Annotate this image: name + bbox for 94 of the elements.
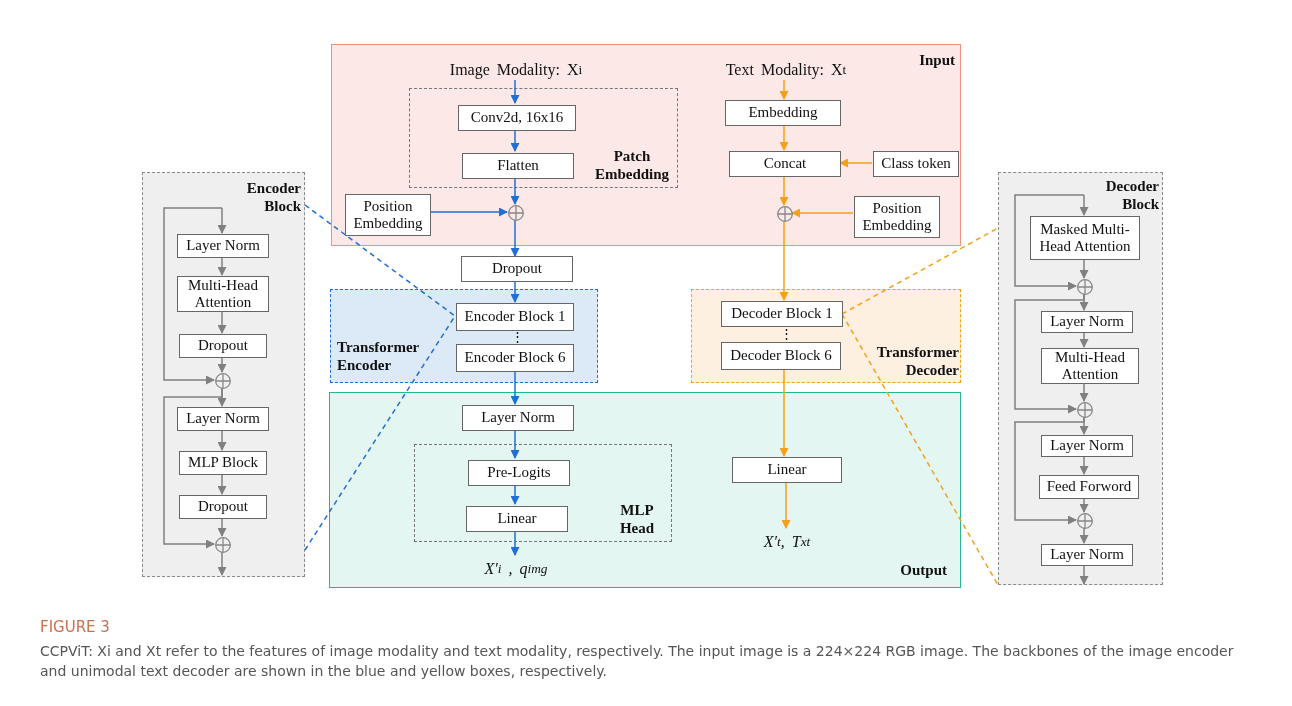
group-title: Transformer Encoder xyxy=(337,338,420,374)
ellipsis-mark: ⋮ xyxy=(780,327,793,340)
arrow xyxy=(429,207,508,217)
arrow xyxy=(1079,194,1089,216)
group-title: Encoder Block xyxy=(245,179,301,215)
arrow xyxy=(1079,331,1089,348)
arrow xyxy=(217,517,227,537)
ellipsis-mark: ⋮ xyxy=(511,330,524,343)
arrow xyxy=(1079,455,1089,475)
arrow xyxy=(217,310,227,334)
transformer-decoder-panel xyxy=(691,289,961,383)
arrow xyxy=(1014,416,1085,525)
arrow xyxy=(1014,194,1085,291)
arrow xyxy=(510,281,520,303)
layer-box: Decoder Block 6 xyxy=(721,342,841,370)
layer-box: Layer Norm xyxy=(1041,544,1133,566)
leader-line xyxy=(304,315,456,551)
arrow xyxy=(779,220,789,301)
layer-box: Feed Forword xyxy=(1039,475,1139,499)
arrow xyxy=(217,473,227,495)
leader-line xyxy=(841,227,999,315)
arrow xyxy=(1079,258,1089,279)
layer-box: Conv2d, 16x16 xyxy=(458,105,576,131)
layer-box: Dropout xyxy=(179,334,267,358)
arrow xyxy=(217,256,227,276)
layer-box: Layer Norm xyxy=(177,234,269,258)
figure-caption: CCPViT: Xi and Xt refer to the features of image modality and text modality, respectively. The input image is a 224×224 RGB image. The backbones of the image encoder and unimodal text decoder are shown in the blue and yellow boxes, respectively. xyxy=(40,642,1235,682)
layer-box: Layer Norm xyxy=(462,405,574,431)
arrow xyxy=(163,387,223,549)
arrow xyxy=(510,219,520,257)
encoder-block-panel xyxy=(142,172,305,577)
arrow xyxy=(779,175,789,206)
layer-box: Embedding xyxy=(725,100,841,126)
sum-junction-icon xyxy=(1077,402,1093,418)
layer-box: Pre-Logits xyxy=(468,460,570,486)
arrow xyxy=(510,429,520,459)
group-title: Patch Embedding xyxy=(593,147,671,183)
arrow xyxy=(510,370,520,405)
leader-line xyxy=(841,313,999,586)
arrow xyxy=(779,368,789,457)
layer-box: Dropout xyxy=(179,495,267,519)
layer-box: Dropout xyxy=(461,256,573,282)
sum-junction-icon xyxy=(215,537,231,553)
layer-box: Flatten xyxy=(462,153,574,179)
layer-box: Encoder Block 1 xyxy=(456,303,574,331)
layer-box: Position Embedding xyxy=(854,196,940,238)
arrow xyxy=(217,207,227,234)
group-title: Decoder Block xyxy=(1104,177,1159,213)
layer-box: Concat xyxy=(729,151,841,177)
arrow xyxy=(217,551,227,576)
arrow xyxy=(217,429,227,451)
arrow xyxy=(163,207,223,385)
layer-box: Multi-Head Attention xyxy=(177,276,269,312)
patch-embedding-frame xyxy=(409,88,678,188)
figure-title: FIGURE 3 xyxy=(40,618,110,636)
sum-junction-icon xyxy=(1077,279,1093,295)
layer-box: Multi-Head Attention xyxy=(1041,348,1139,384)
output-panel xyxy=(329,392,961,588)
arrow xyxy=(510,79,520,104)
group-title: Output xyxy=(899,561,947,579)
mlp-head-frame xyxy=(414,444,672,542)
group-title: MLP Head xyxy=(618,501,656,537)
decoder-block-panel xyxy=(998,172,1163,585)
sum-junction-icon xyxy=(1077,513,1093,529)
layer-box: MLP Block xyxy=(179,451,267,475)
layer-box: Masked Multi-Head Attention xyxy=(1030,216,1140,260)
arrow xyxy=(839,158,873,168)
arrow xyxy=(1079,382,1089,402)
layer-box: Position Embedding xyxy=(345,194,431,236)
arrow xyxy=(779,79,789,100)
sum-junction-icon xyxy=(215,373,231,389)
layer-box: Linear xyxy=(732,457,842,483)
group-title: Input xyxy=(918,51,955,69)
layer-box: Layer Norm xyxy=(1041,435,1133,457)
sum-junction-icon xyxy=(777,206,793,222)
arrow xyxy=(781,481,791,529)
layer-box: Layer Norm xyxy=(177,407,269,431)
arrow xyxy=(1079,497,1089,513)
sum-junction-icon xyxy=(508,205,524,221)
group-title: Transformer Decoder xyxy=(875,343,959,379)
input-panel xyxy=(331,44,961,246)
arrow xyxy=(779,124,789,151)
layer-box: Layer Norm xyxy=(1041,311,1133,333)
layer-box: Decoder Block 1 xyxy=(721,301,843,327)
layer-box: Encoder Block 6 xyxy=(456,344,574,372)
arrow xyxy=(217,356,227,373)
arrow xyxy=(1079,564,1089,585)
transformer-encoder-panel xyxy=(330,289,598,383)
arrow xyxy=(1079,527,1089,544)
layer-box: Class token xyxy=(873,151,959,177)
layer-box: Linear xyxy=(466,506,568,532)
arrow xyxy=(791,208,854,218)
leader-line xyxy=(304,204,456,317)
arrow xyxy=(1014,293,1085,414)
